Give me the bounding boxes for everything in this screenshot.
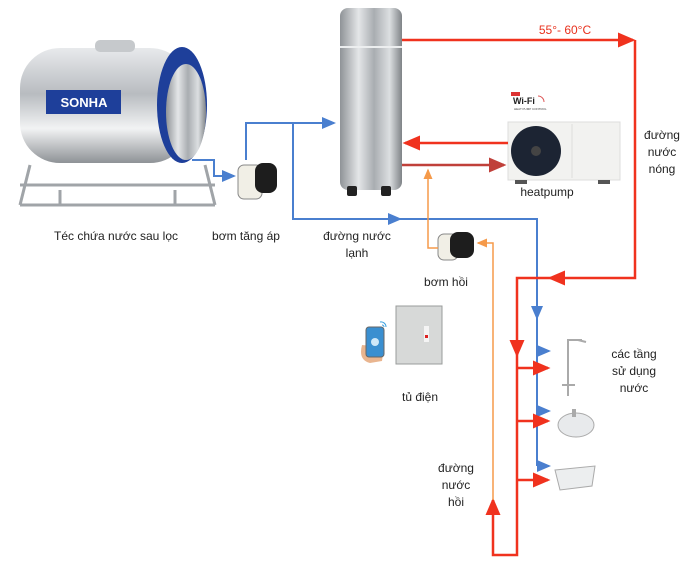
cold-line-label-line1: đường nước [323, 229, 391, 243]
water-tank: SONHA [18, 40, 217, 207]
booster-pump-label: bơm tăng áp [212, 229, 280, 243]
return-water-line [423, 168, 494, 500]
smartphone-wifi-icon [361, 321, 387, 363]
return-line-label-line2: nước [441, 478, 471, 492]
sonha-logo [46, 90, 121, 114]
return-line-label: đường nước hồi [438, 460, 474, 511]
return-line-label-line1: đường [438, 461, 474, 475]
cold-line-label: đường nước lạnh [323, 228, 391, 262]
svg-text:SONHA: SONHA [61, 95, 109, 110]
svg-text:HEAT PUMP CONTROL: HEAT PUMP CONTROL [514, 107, 547, 111]
floors-label-line1: các tầng [611, 347, 657, 361]
tank-label: Téc chứa nước sau lọc [54, 229, 178, 243]
heatpump-label: heatpump [520, 185, 574, 199]
svg-text:Wi-Fi: Wi-Fi [513, 96, 535, 106]
bathtub-icon [554, 465, 596, 491]
floors-label-line3: nước [619, 381, 649, 395]
hot-water-line [402, 32, 637, 557]
cold-line-label-line2: lạnh [345, 246, 369, 260]
cabinet-label: tủ điện [401, 390, 439, 404]
cold-water-line [192, 117, 551, 472]
floors-label: các tầng sử dụng nước [611, 346, 656, 397]
electrical-cabinet-icon [395, 305, 443, 365]
wifi-control-logo: Wi-Fi HEAT PUMP CONTROL [511, 92, 547, 111]
sink-icon [557, 409, 595, 438]
hot-water-cylinder [340, 8, 402, 196]
temperature-label: 55°- 60°C [538, 23, 592, 37]
hot-line-label-line2: nước [647, 145, 677, 159]
hot-line-label-line3: nóng [648, 162, 676, 176]
shower-icon [562, 339, 587, 396]
booster-pump-icon [237, 163, 277, 200]
return-pump-icon [437, 232, 474, 261]
return-line-label-line3: hồi [447, 495, 464, 509]
floors-label-line2: sử dụng [611, 364, 657, 378]
heatpump-unit [507, 121, 621, 184]
hot-line-label-line1: đường [644, 128, 680, 142]
hot-line-label: đường nước nóng [644, 127, 680, 178]
return-pump-label: bơm hồi [424, 275, 468, 289]
